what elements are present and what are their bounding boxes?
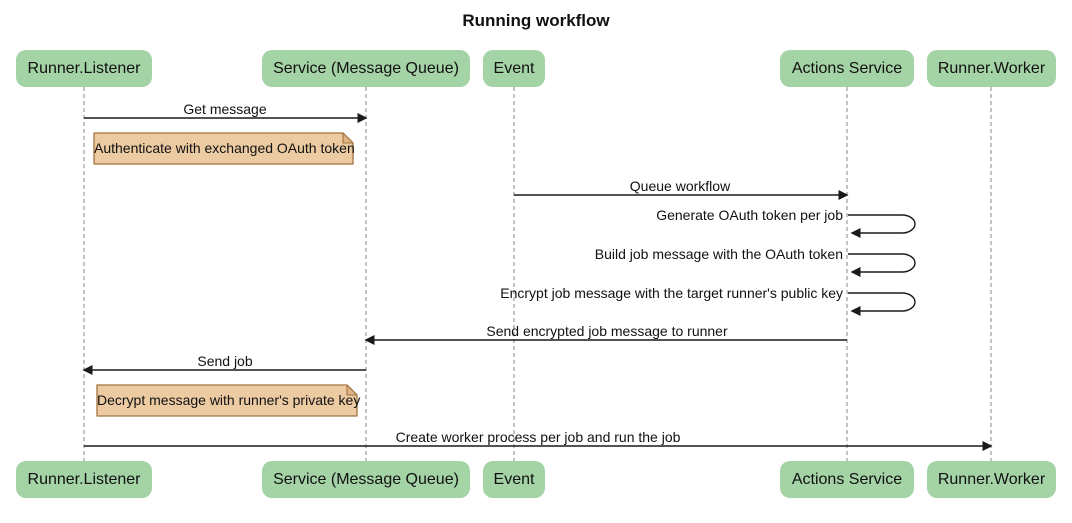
participant-top-runner-listener: Runner.Listener — [16, 50, 152, 87]
participant-label: Runner.Worker — [937, 59, 1046, 77]
message-label-queue-workflow: Queue workflow — [629, 178, 731, 194]
participant-bottom-runner-listener: Runner.Listener — [16, 461, 152, 498]
note-shape-authenticate — [93, 132, 354, 165]
diagram-title: Running workflow — [462, 11, 610, 30]
participant-label: Runner.Worker — [937, 470, 1046, 488]
participant-label: Actions Service — [791, 59, 903, 77]
message-label-encrypt-job-message: Encrypt job message with the target runn… — [500, 285, 843, 301]
message-label-create-worker-process: Create worker process per job and run th… — [395, 429, 681, 445]
note-label-authenticate: Authenticate with exchanged OAuth token — [94, 140, 355, 156]
message-label-build-job-message: Build job message with the OAuth token — [594, 246, 843, 262]
message-label-generate-oauth-token: Generate OAuth token per job — [656, 207, 843, 223]
note-shape-decrypt — [96, 384, 358, 417]
participant-label: Runner.Listener — [27, 59, 141, 77]
note-fold-authenticate — [342, 132, 354, 144]
note-label-decrypt: Decrypt message with runner's private ke… — [97, 392, 361, 408]
self-loop-generate-oauth-token — [848, 214, 916, 238]
message-label-send-encrypted-job-message: Send encrypted job message to runner — [486, 323, 728, 339]
participant-bottom-actions-service: Actions Service — [780, 461, 914, 498]
participant-bottom-event: Event — [483, 461, 545, 498]
participant-top-runner-worker: Runner.Worker — [927, 50, 1056, 87]
participant-label: Event — [493, 59, 535, 77]
participant-label: Service (Message Queue) — [273, 59, 459, 77]
participant-label: Event — [493, 470, 535, 488]
self-loop-build-job-message — [848, 253, 916, 277]
participant-label: Service (Message Queue) — [273, 470, 459, 488]
participant-bottom-runner-worker: Runner.Worker — [927, 461, 1056, 498]
self-loop-encrypt-job-message — [848, 292, 916, 316]
participant-bottom-service-message-queue: Service (Message Queue) — [262, 461, 470, 498]
participant-label: Runner.Listener — [27, 470, 141, 488]
note-fold-decrypt — [346, 384, 358, 396]
message-label-get-message: Get message — [183, 101, 267, 117]
participant-label: Actions Service — [791, 470, 903, 488]
participant-top-actions-service: Actions Service — [780, 50, 914, 87]
participant-top-service-message-queue: Service (Message Queue) — [262, 50, 470, 87]
message-label-send-job: Send job — [197, 353, 253, 369]
participant-top-event: Event — [483, 50, 545, 87]
